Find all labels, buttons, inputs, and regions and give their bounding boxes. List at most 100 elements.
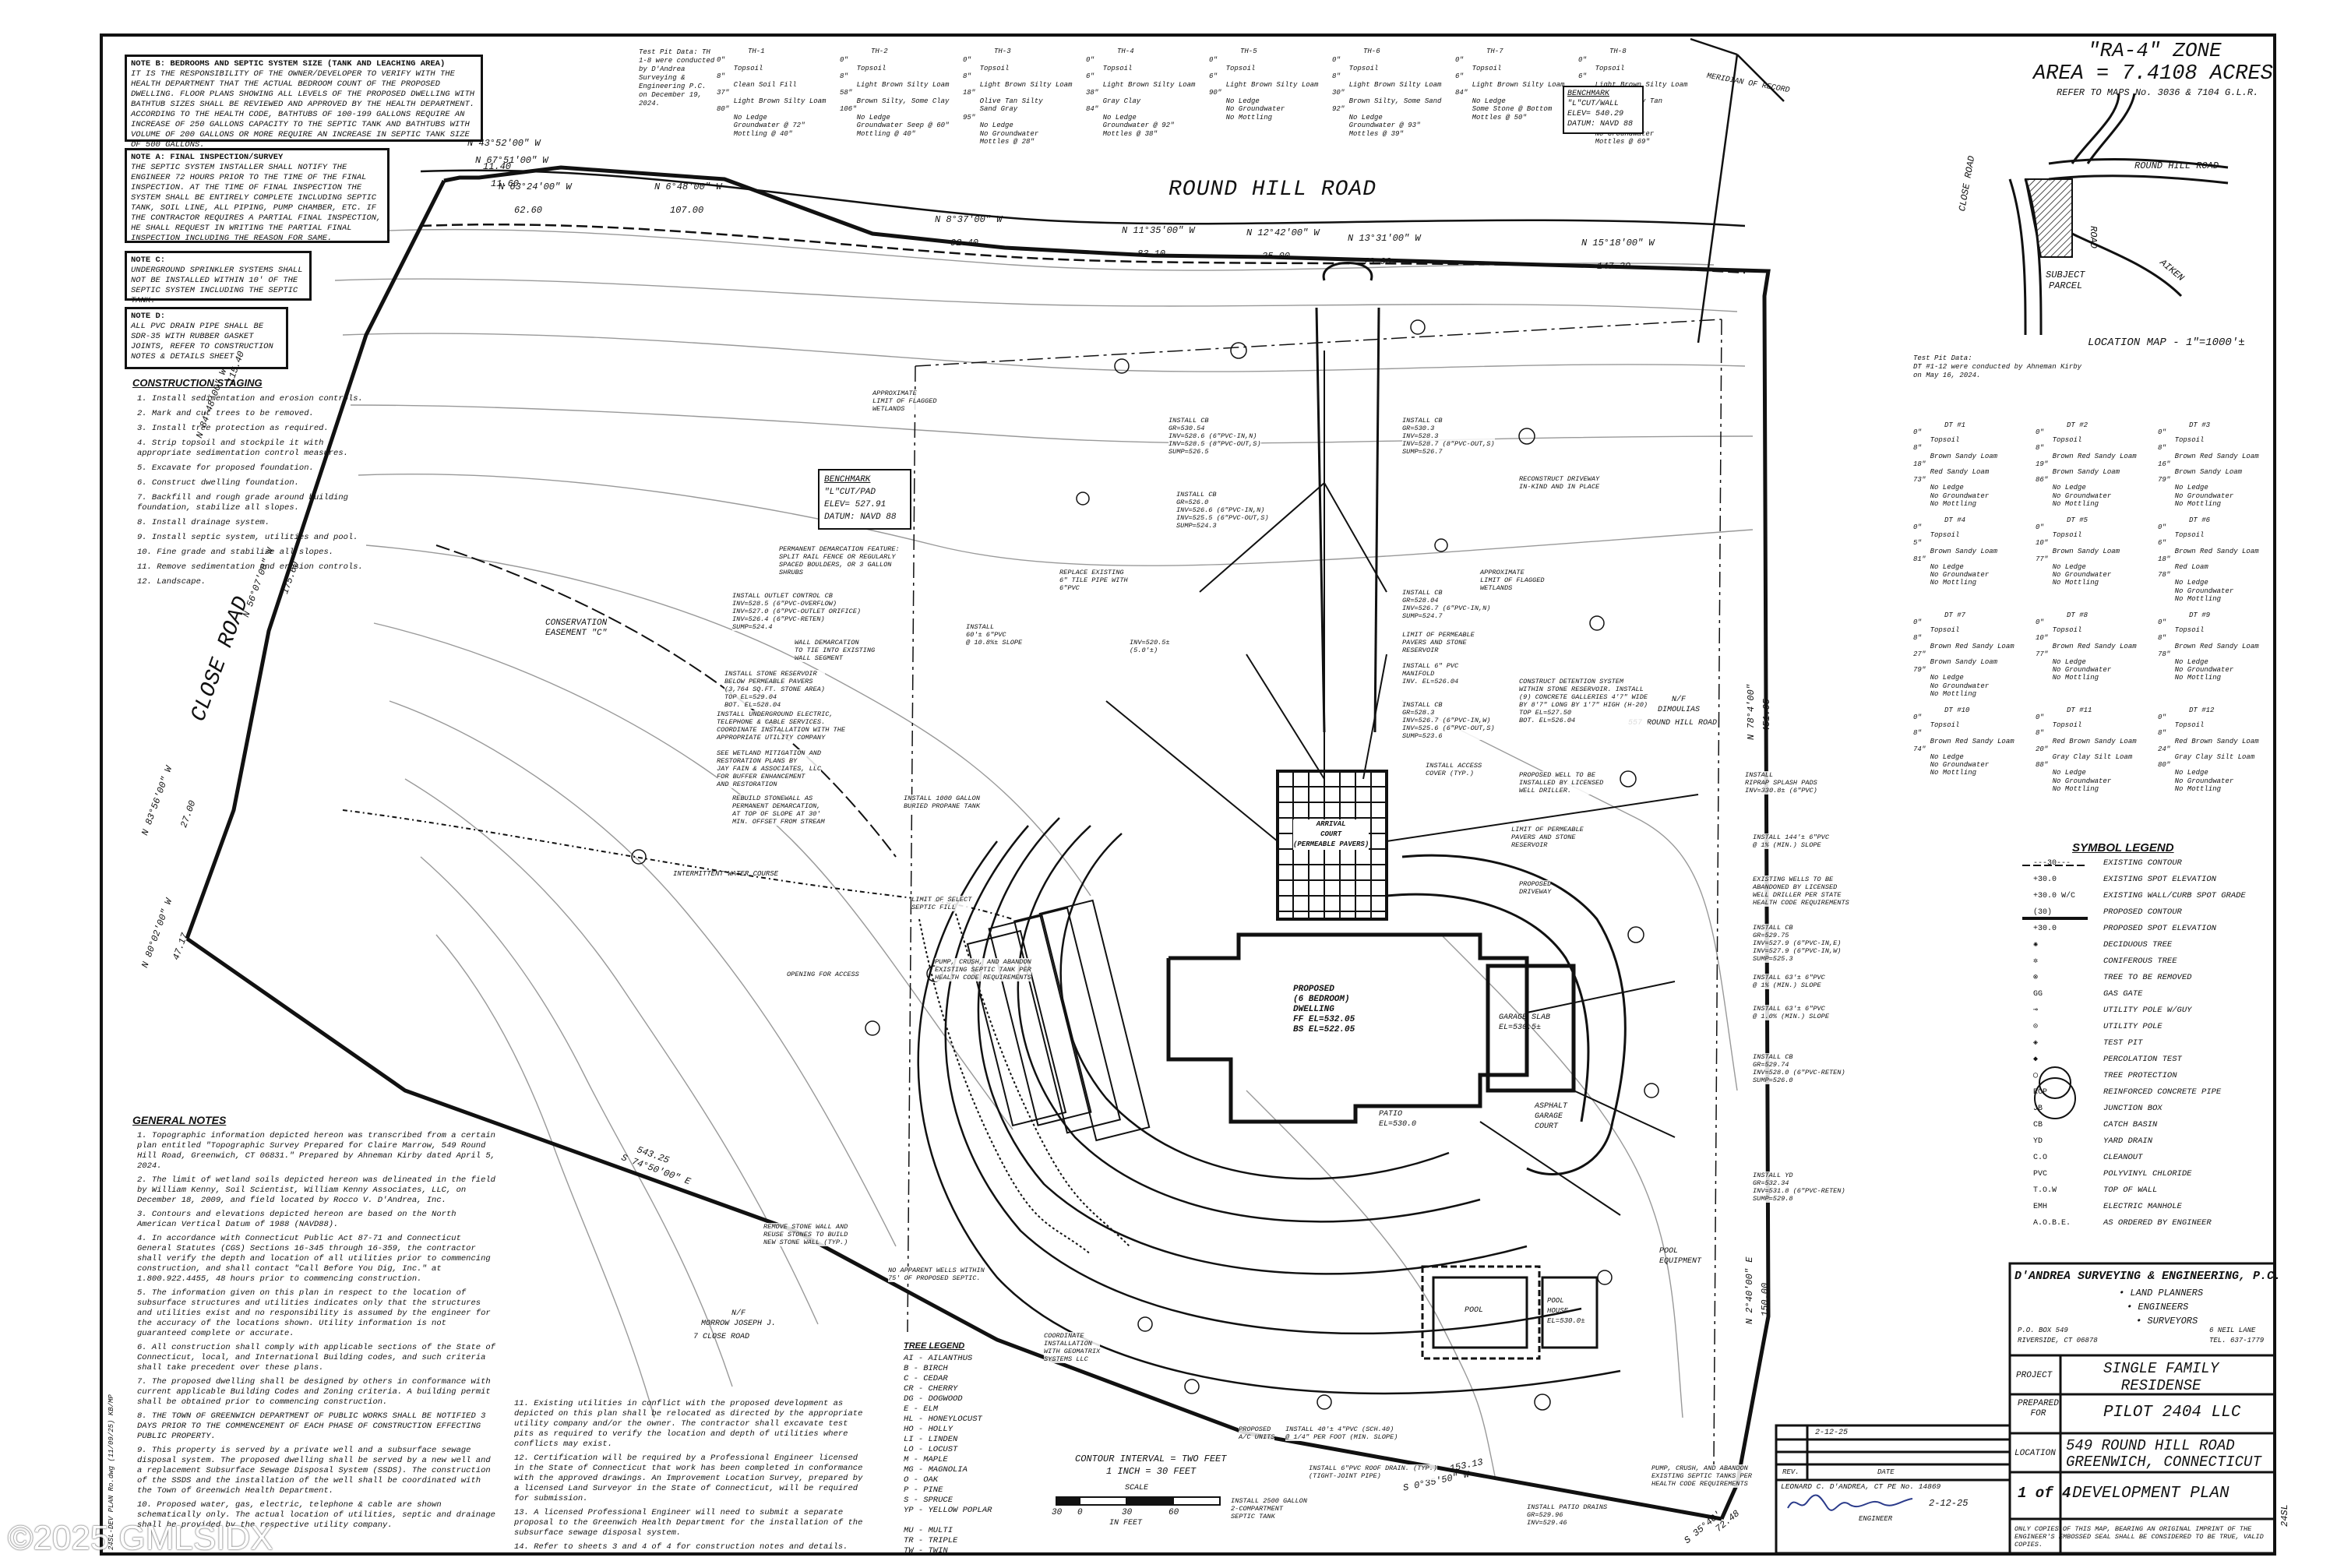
- bearing-distance: 83.10: [1137, 248, 1166, 259]
- callout-note: INSTALL 6"PVC ROOF DRAIN. (TYP.) (TIGHT-…: [1309, 1464, 1438, 1480]
- legend-label: UTILITY POLE W/GUY: [2103, 1006, 2192, 1015]
- test-pit-log: 0" Topsoil 8" Brown Red Sandy Loam 74" N…: [1913, 714, 2014, 777]
- staging-step: 7. Backfill and rough grade around build…: [137, 493, 348, 513]
- note-b-title: NOTE B: BEDROOMS AND SEPTIC SYSTEM SIZE …: [131, 59, 446, 69]
- road-label-round-hill: ROUND HILL ROAD: [1168, 178, 1377, 202]
- legend-label: TREE PROTECTION: [2103, 1071, 2177, 1080]
- staging-step: 1. Install sedimentation and erosion con…: [137, 394, 363, 403]
- proposed-dwelling: [1166, 932, 1576, 1124]
- legend-symbol: ---30---: [2033, 859, 2071, 868]
- benchmark-top-title: BENCHMARK: [1567, 90, 1610, 98]
- tree-legend-item: [904, 1516, 992, 1526]
- callout-note: INSTALL CB GR=530.54 INV=528.6 (6"PVC-IN…: [1168, 417, 1261, 456]
- bearing-label: 150.00: [1760, 1282, 1771, 1316]
- pool: [1421, 1265, 1599, 1360]
- general-note: 9. This property is served by a private …: [137, 1446, 491, 1496]
- general-notes-title: GENERAL NOTES: [132, 1114, 227, 1126]
- test-pit-id: TH-5: [1240, 48, 1257, 55]
- callout-note: PUMP, CRUSH, AND ABANDON EXISTING SEPTIC…: [935, 958, 1031, 981]
- legend-symbol: JB: [2033, 1105, 2043, 1113]
- legend-label: DECIDUOUS TREE: [2103, 940, 2173, 950]
- garage-court: [1386, 854, 1627, 1175]
- benchmark-top-l3: DATUM: NAVD 88: [1567, 120, 1634, 129]
- benchmark-mid-l3: DATUM: NAVD 88: [824, 513, 897, 522]
- general-note: 7. The proposed dwelling shall be design…: [137, 1377, 491, 1407]
- loc-road: ROAD: [2088, 226, 2099, 248]
- staging-step: 6. Construct dwelling foundation.: [137, 478, 299, 488]
- callout-note: INSTALL 1000 GALLON BURIED PROPANE TANK: [904, 795, 980, 810]
- loc-subject: SUBJECT: [2046, 270, 2085, 280]
- test-pit-log: 0" Topsoil 6" Brown Red Sandy Loam 18" R…: [2158, 523, 2259, 603]
- callout-note: INSTALL ACCESS COVER (TYP.): [1426, 762, 1482, 777]
- test-pit-id: TH-1: [748, 48, 765, 55]
- general-note: 12. Certification will be required by a …: [514, 1453, 863, 1503]
- firm-service-3: • SURVEYORS: [2136, 1316, 2198, 1327]
- benchmark-mid-box: [818, 469, 911, 530]
- tree-legend-item: HL - HONEYLOCUST: [904, 1415, 982, 1424]
- legend-symbol: EMH: [2033, 1203, 2048, 1211]
- title-block-frame: [1775, 1262, 2276, 1555]
- tree-legend-item: CR - CHERRY: [904, 1384, 958, 1394]
- date-label: DATE: [1877, 1468, 1895, 1476]
- setback-lines: [907, 319, 1722, 1465]
- legend-symbol: +30.0: [2033, 925, 2057, 933]
- tree-legend-item: O - OAK: [904, 1475, 939, 1485]
- legend-symbol: GG: [2033, 990, 2043, 999]
- legend-label: PERCOLATION TEST: [2103, 1055, 2182, 1064]
- staging-step: 2. Mark and cut trees to be removed.: [137, 409, 314, 418]
- round-hill-road: [420, 169, 1746, 274]
- pool-equipment-label: POOL EQUIPMENT: [1659, 1247, 1702, 1266]
- drawing-code: 24SL: [2279, 1504, 2290, 1527]
- test-pit-log: 0" Topsoil 5" Brown Sandy Loam 81" No Le…: [1913, 523, 1998, 587]
- symbol-legend-title: SYMBOL LEGEND: [2072, 841, 2174, 854]
- callout-note: INSTALL 63'± 6"PVC @ 1% (MIN.) SLOPE: [1753, 974, 1825, 989]
- callout-note: WALL DEMARCATION TO TIE INTO EXISTING WA…: [795, 639, 876, 662]
- tree-legend-item: P - PINE: [904, 1485, 943, 1495]
- callout-note: NO APPARENT WELLS WITHIN 75' OF PROPOSED…: [888, 1267, 985, 1282]
- loc-round-hill: ROUND HILL ROAD: [2134, 160, 2219, 171]
- test-pit-log: 0" Topsoil 8" Light Brown Silty Loam 18"…: [963, 56, 1073, 146]
- callout-note: SEE WETLAND MITIGATION AND RESTORATION P…: [717, 749, 822, 788]
- benchmark-top-box: [1563, 86, 1644, 134]
- bearing-label: N 15°18'00" W: [1581, 238, 1655, 248]
- project-label: PROJECT: [2016, 1371, 2053, 1380]
- test-pit-id: TH-2: [871, 48, 888, 55]
- legend-label: CONIFEROUS TREE: [2103, 957, 2177, 966]
- sign-date: 2-12-25: [1929, 1498, 1969, 1509]
- water-course: [342, 809, 1013, 920]
- callout-note: REPLACE EXISTING 6" TILE PIPE WITH 6"PVC: [1059, 569, 1128, 592]
- legend-symbol: T.O.W: [2033, 1186, 2057, 1195]
- tree-legend-title: TREE LEGEND: [904, 1341, 965, 1351]
- firm-name: D'ANDREA SURVEYING & ENGINEERING, P.C.: [2014, 1270, 2282, 1283]
- bearing-distance: 11.40: [483, 161, 512, 172]
- test-pit-id: DT #10: [1944, 706, 1970, 714]
- legend-label: TOP OF WALL: [2103, 1186, 2158, 1195]
- staging-step: 5. Excavate for proposed foundation.: [137, 463, 314, 473]
- callout-note: INSTALL YD GR=532.34 INV=531.8 (6"PVC-RE…: [1753, 1172, 1845, 1203]
- tree-legend-item: TW - TWIN: [904, 1546, 948, 1556]
- test-pit-log: 0" Topsoil 8" Brown Red Sandy Loam 19" B…: [2036, 428, 2137, 508]
- note-c-title: NOTE C:: [131, 255, 166, 265]
- bearing-distance: 11.60: [491, 178, 520, 189]
- zone-area: AREA = 7.4108 ACRES: [2033, 62, 2273, 86]
- project-value: SINGLE FAMILY RESIDENSE: [2103, 1360, 2219, 1394]
- revision-label: REV.: [1782, 1468, 1799, 1476]
- legend-label: ELECTRIC MANHOLE: [2103, 1202, 2182, 1211]
- conservation-easement-line: [435, 544, 897, 858]
- legend-symbol: ✲: [2033, 957, 2039, 966]
- legend-label: AS ORDERED BY ENGINEER: [2103, 1218, 2212, 1228]
- legend-symbol: ⊸: [2033, 1006, 2039, 1015]
- legend-symbol: PVC: [2033, 1170, 2048, 1179]
- legend-label: CATCH BASIN: [2103, 1120, 2158, 1129]
- location-value: 549 ROUND HILL ROAD GREENWICH, CONNECTIC…: [2066, 1437, 2261, 1471]
- legend-symbol: C.O: [2033, 1154, 2048, 1162]
- test-pit-id: DT #1: [1944, 421, 1966, 429]
- callout-note: INSTALL 40'± 4"PVC (SCH.40) @ 1/4" PER F…: [1285, 1425, 1398, 1441]
- loc-parcel: PARCEL: [2049, 280, 2083, 291]
- location-map: [2008, 93, 2229, 336]
- legend-symbol: ◯: [2033, 1072, 2039, 1080]
- location-label: LOCATION: [2014, 1449, 2056, 1458]
- revision-date: 2-12-25: [1815, 1429, 1849, 1437]
- callout-note: INSTALL RIPRAP SPLASH PADS INV=330.8± (6…: [1745, 771, 1817, 795]
- legend-symbol: ⊙: [2033, 1023, 2039, 1031]
